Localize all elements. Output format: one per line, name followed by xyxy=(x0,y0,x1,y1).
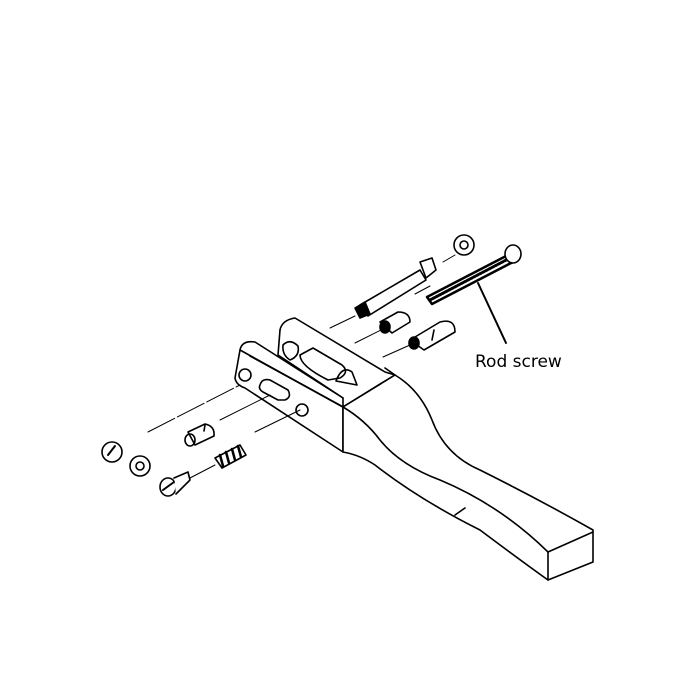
standoff xyxy=(354,257,437,319)
assembly-lines xyxy=(147,254,456,479)
rod-screw-label: Rod screw xyxy=(475,352,562,372)
adjusting-screw xyxy=(159,471,191,497)
nut-left-2 xyxy=(129,455,151,477)
nut-top xyxy=(453,234,475,256)
spring xyxy=(214,444,247,469)
nut-left-1 xyxy=(101,441,123,463)
rod-screw xyxy=(425,244,522,306)
lever-body xyxy=(234,317,594,581)
pin xyxy=(184,423,215,447)
rod-screw-leader-line xyxy=(477,282,507,344)
bushing-large xyxy=(408,320,456,351)
bushing-small xyxy=(379,311,411,334)
